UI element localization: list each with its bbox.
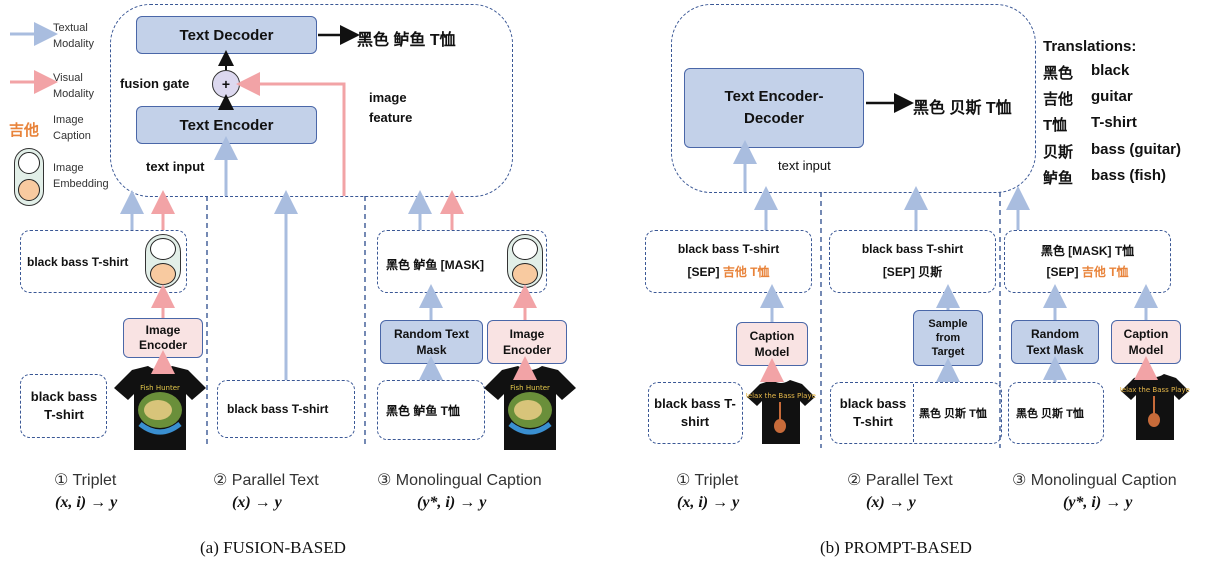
triplet-source-text-b: black bass T-shirt bbox=[654, 396, 736, 429]
mono-source-text-a: 黑色 鲈鱼 T恤 bbox=[386, 404, 460, 418]
mono-source-text-b: 黑色 贝斯 T恤 bbox=[1016, 408, 1084, 420]
formula-triplet-a: (x, i) → y bbox=[55, 494, 118, 511]
fusion-gate-circle: + bbox=[212, 70, 240, 98]
text-encoder-label: Text Encoder bbox=[179, 116, 274, 134]
mono-source-box-a bbox=[377, 380, 485, 440]
tshirt-fish-image-1: Fish Hunter bbox=[114, 366, 206, 450]
text-encoder-decoder-box: Text Encoder-Decoder bbox=[684, 68, 864, 148]
fusion-gate-label: fusion gate bbox=[120, 76, 190, 91]
mono-prompt-line2: [SEP] 吉他 T恤 bbox=[1046, 265, 1129, 279]
parallel-source-box-a bbox=[217, 380, 355, 438]
formula-triplet-b: (x, i) → y bbox=[677, 494, 740, 511]
parallel-target-text-b: 黑色 贝斯 T恤 bbox=[919, 408, 987, 420]
triplet-prompt-box-b bbox=[645, 230, 812, 293]
caption-model-box-b2: Caption Model bbox=[1111, 320, 1181, 364]
caption-triplet-a: ① Triplet bbox=[54, 472, 117, 489]
tshirt-guitar-image-2: Relax the Bass Player bbox=[1120, 374, 1190, 440]
parallel-source-text-a: black bass T-shirt bbox=[227, 402, 329, 416]
formula-parallel-a: (x) → y bbox=[232, 494, 282, 511]
caption-parallel-a: ② Parallel Text bbox=[213, 472, 319, 489]
legend-embedding-circle-bottom bbox=[18, 179, 40, 201]
mono-input-box-a bbox=[377, 230, 547, 293]
svg-text:Fish Hunter: Fish Hunter bbox=[140, 384, 180, 392]
translation-zh-2: T恤 bbox=[1043, 117, 1068, 134]
triplet-embedding-top-a bbox=[150, 238, 176, 260]
formula-parallel-b: (x) → y bbox=[866, 494, 916, 511]
triplet-input-box-a bbox=[20, 230, 187, 293]
svg-text:Fish Hunter: Fish Hunter bbox=[510, 384, 550, 392]
svg-text:Relax the Bass Player: Relax the Bass Player bbox=[746, 392, 816, 400]
caption-mono-a: ③ Monolingual Caption bbox=[377, 472, 542, 489]
parallel-source-box-b bbox=[830, 382, 1002, 444]
triplet-source-text-a: black bass T-shirt bbox=[30, 389, 98, 422]
caption-triplet-b: ① Triplet bbox=[676, 472, 739, 489]
random-text-mask-box-a: Random Text Mask bbox=[380, 320, 483, 364]
formula-mono-b: (y*, i) → y bbox=[1063, 494, 1133, 511]
translation-en-3: bass (guitar) bbox=[1091, 141, 1182, 158]
parallel-divider-b bbox=[913, 384, 914, 442]
legend-textual-label: Textual Modality bbox=[53, 22, 94, 50]
parallel-prompt-line2: [SEP] 贝斯 bbox=[882, 265, 943, 279]
triplet-source-box-a bbox=[20, 374, 107, 438]
panel-b-title: (b) PROMPT-BASED bbox=[820, 538, 972, 557]
translation-en-0: black bbox=[1091, 62, 1130, 79]
parallel-source-text-b: black bass T-shirt bbox=[839, 396, 907, 429]
translation-zh-3: 贝斯 bbox=[1043, 144, 1074, 161]
svg-text:Relax the Bass Player: Relax the Bass Player bbox=[1120, 386, 1190, 394]
translation-zh-4: 鲈鱼 bbox=[1043, 170, 1074, 187]
tshirt-guitar-image-1: Relax the Bass Player bbox=[746, 380, 816, 444]
translation-en-4: bass (fish) bbox=[1091, 167, 1167, 184]
fusion-model-container bbox=[110, 4, 513, 197]
legend-image-embedding-label: Image Embedding bbox=[53, 162, 109, 190]
parallel-prompt-line1: black bass T-shirt bbox=[861, 242, 964, 256]
mono-prompt-line1: 黑色 [MASK] T恤 bbox=[1040, 244, 1135, 258]
translation-en-2: T-shirt bbox=[1091, 114, 1137, 131]
triplet-prompt-line2: [SEP] 吉他 T恤 bbox=[687, 265, 770, 279]
encoder-decoder-output-text: 黑色 贝斯 T恤 bbox=[913, 100, 1012, 117]
formula-mono-a: (y*, i) → y bbox=[417, 494, 487, 511]
image-feature-label: image feature bbox=[369, 90, 413, 125]
caption-parallel-b: ② Parallel Text bbox=[847, 472, 953, 489]
prompt-model-container bbox=[671, 4, 1036, 193]
legend-image-caption-label: Image Caption bbox=[53, 114, 91, 142]
fusion-plus-sign: + bbox=[221, 76, 231, 92]
translation-en-1: guitar bbox=[1091, 88, 1133, 105]
mono-embedding-top-a bbox=[512, 238, 538, 260]
translations-title: Translations: bbox=[1043, 38, 1137, 55]
text-decoder-label: Text Decoder bbox=[179, 26, 274, 44]
translation-zh-1: 吉他 bbox=[1043, 91, 1074, 108]
text-input-label-b: text input bbox=[778, 158, 831, 173]
translation-zh-0: 黑色 bbox=[1043, 65, 1074, 82]
mono-input-text-a: 黑色 鲈鱼 [MASK] bbox=[386, 258, 484, 272]
panel-a-title: (a) FUSION-BASED bbox=[200, 538, 346, 557]
legend-caption-example: 吉他 bbox=[9, 122, 40, 139]
image-feature-arrow bbox=[236, 72, 346, 196]
legend-embedding-circle-top bbox=[18, 152, 40, 174]
triplet-prompt-line1: black bass T-shirt bbox=[677, 242, 780, 256]
mono-prompt-box-b bbox=[1004, 230, 1171, 293]
triplet-input-text-a: black bass T-shirt bbox=[27, 255, 129, 269]
legend-visual-label: Visual Modality bbox=[53, 72, 94, 100]
tshirt-fish-image-2: Fish Hunter bbox=[484, 366, 576, 450]
mono-source-box-b bbox=[1008, 382, 1104, 444]
caption-mono-b: ③ Monolingual Caption bbox=[1012, 472, 1177, 489]
decoder-output-text: 黑色 鲈鱼 T恤 bbox=[357, 32, 456, 49]
text-input-label-a: text input bbox=[146, 159, 205, 174]
triplet-source-box-b bbox=[648, 382, 743, 444]
parallel-prompt-box-b bbox=[829, 230, 996, 293]
